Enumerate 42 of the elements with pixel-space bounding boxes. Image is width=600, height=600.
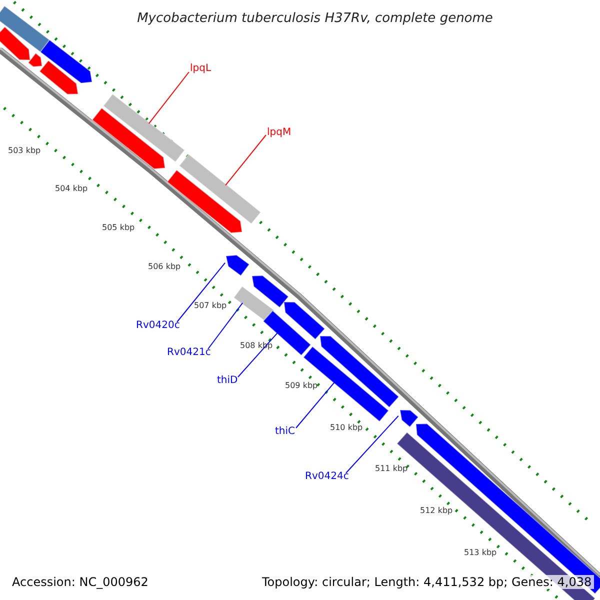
pointed-gene-bar (399, 409, 419, 428)
gene-bar (233, 286, 275, 322)
scale-label: 505 kbp (102, 224, 135, 232)
pointed-gene-bar (319, 336, 400, 408)
pointed-gene-bar (92, 107, 166, 170)
gene-label: lpqM (267, 128, 292, 138)
scale-label: 503 kbp (8, 147, 41, 155)
leader-line (346, 415, 399, 474)
pointed-gene-bar (225, 254, 250, 276)
scale-label: 504 kbp (55, 185, 88, 193)
gene-label: thiD (217, 376, 238, 386)
gene-bar (302, 346, 390, 422)
genome-summary: Topology: circular; Length: 4,411,532 bp; Genes: 4,038 (260, 575, 594, 589)
scale-label: 513 kbp (464, 549, 497, 557)
scale-label: 507 kbp (194, 302, 227, 310)
gene-label: thiC (275, 427, 296, 437)
gene-label: Rv0424c (305, 472, 349, 482)
pointed-gene-bar (38, 60, 79, 95)
leader-line (238, 332, 278, 378)
leader-line (176, 262, 226, 322)
scale-label: 506 kbp (148, 263, 181, 271)
gene-bar (102, 93, 186, 163)
scale-label: 510 kbp (330, 424, 363, 432)
leader-line (296, 382, 336, 428)
leader-line (225, 134, 266, 186)
scale-label: 512 kbp (420, 507, 453, 515)
pointed-gene-bar (40, 39, 93, 84)
pointed-gene-bar (0, 26, 31, 61)
accession-note: Accession: NC_000962 (10, 575, 150, 589)
pointed-gene-bar (283, 302, 326, 340)
gene-bar (178, 154, 262, 224)
pointed-gene-bar (166, 169, 243, 234)
scale-label: 509 kbp (285, 382, 318, 390)
leader-line (148, 72, 190, 124)
gene-label: Rv0420c (136, 321, 180, 331)
scale-label: 511 kbp (375, 465, 408, 473)
gene-label: Rv0421c (167, 348, 211, 358)
pointed-gene-bar (251, 275, 290, 308)
leader-line (208, 302, 244, 350)
gene-label: lpqL (190, 64, 212, 74)
gene-bar (0, 5, 50, 53)
title: Mycobacterium tuberculosis H37Rv, complete genome (136, 12, 494, 25)
